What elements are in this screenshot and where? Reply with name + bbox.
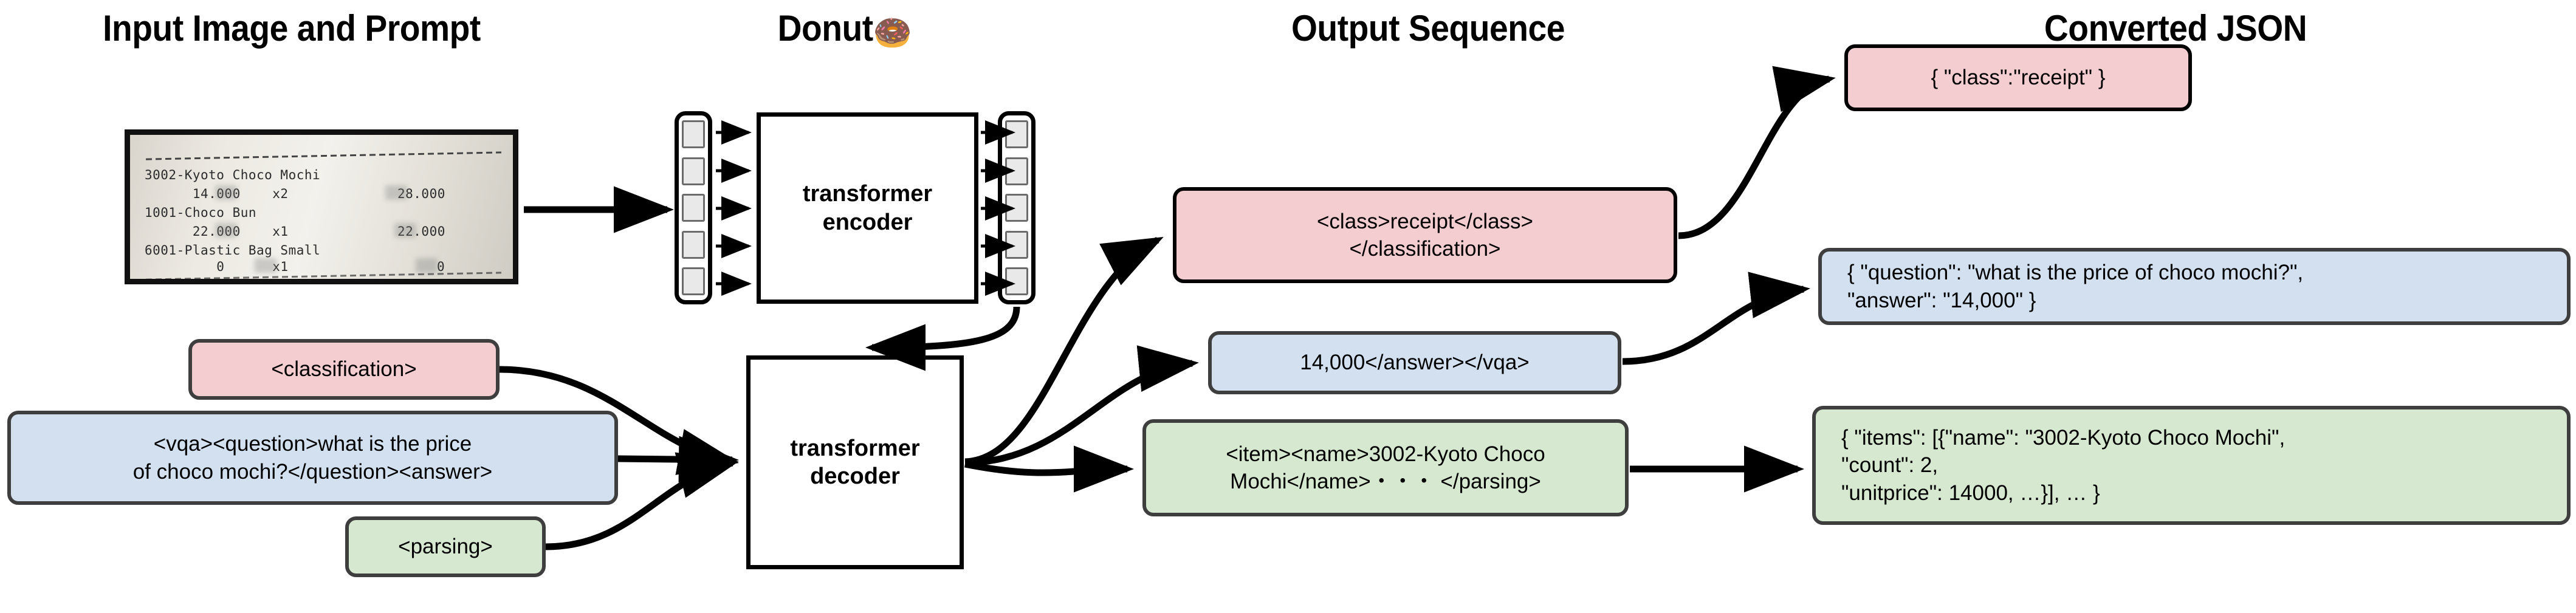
redaction-blur	[385, 185, 407, 200]
receipt-paper: 3002-Kyoto Choco Mochi 14.000 x2 1001-Ch…	[130, 135, 513, 279]
receipt-line-5: 6001-Plastic Bag Small	[145, 243, 321, 258]
receipt-total-2: 22.000	[397, 224, 445, 239]
prompt-parsing-node[interactable]: <parsing>	[345, 516, 546, 577]
input-receipt-image: 3002-Kyoto Choco Mochi 14.000 x2 1001-Ch…	[125, 129, 518, 284]
arrow-output-to-json-vqa	[1622, 272, 1810, 365]
prompt-vqa-node[interactable]: <vqa><question>what is the price of choc…	[7, 411, 618, 505]
json-vqa-node[interactable]: { "question": "what is the price of choc…	[1818, 248, 2571, 325]
output-vqa-text: 14,000</answer></vqa>	[1300, 351, 1530, 375]
receipt-line-3: 1001-Choco Bun	[145, 205, 257, 220]
token-square	[682, 230, 705, 259]
receipt-line-4: 22.000 x1	[145, 224, 289, 239]
token-square	[1005, 267, 1028, 295]
transformer-decoder-label: transformer decoder	[790, 435, 920, 489]
arrow-decoder-to-output-parsing	[964, 445, 1134, 493]
redaction-blur	[416, 258, 438, 273]
receipt-divider-top	[146, 151, 501, 160]
redaction-blur	[255, 258, 276, 273]
token-square	[682, 120, 705, 148]
json-classification-node[interactable]: { "class":"receipt" }	[1844, 44, 2192, 111]
prompt-parsing-text: <parsing>	[398, 535, 493, 559]
redaction-blur	[215, 185, 237, 200]
arrow-output-to-json-classification	[1678, 66, 1836, 239]
encoder-input-token-strip	[675, 111, 712, 304]
column-title-input-image-and-prompt: Input Image and Prompt	[103, 8, 481, 49]
receipt-line-2: 14.000 x2	[145, 187, 289, 201]
token-square	[682, 194, 705, 222]
json-classification-text: { "class":"receipt" }	[1931, 66, 2106, 90]
transformer-encoder-label: transformer encoder	[802, 181, 933, 235]
json-parsing-node[interactable]: { "items": [{"name": "3002-Kyoto Choco M…	[1812, 406, 2571, 525]
arrow-decoder-to-output-classification	[964, 236, 1164, 465]
receipt-total-3: 0	[437, 259, 445, 274]
prompt-vqa-text: <vqa><question>what is the price of choc…	[132, 432, 493, 484]
output-parsing-text: <item><name>3002-Kyoto Choco Mochi</name…	[1226, 442, 1545, 494]
token-square	[1005, 194, 1028, 222]
prompt-classification-text: <classification>	[271, 357, 417, 382]
encoder-output-token-strip	[998, 111, 1036, 304]
token-square	[1005, 120, 1028, 148]
redaction-blur	[394, 223, 416, 238]
redaction-blur	[215, 223, 237, 238]
token-square	[682, 157, 705, 185]
output-classification-node[interactable]: <class>receipt</class> </classification>	[1173, 187, 1677, 283]
donut-title-text: Donut	[777, 8, 874, 49]
column-title-donut: Donut🍩	[694, 7, 996, 50]
column-title-output-sequence: Output Sequence	[1291, 8, 1565, 49]
json-parsing-text: { "items": [{"name": "3002-Kyoto Choco M…	[1841, 425, 2286, 505]
output-vqa-node[interactable]: 14,000</answer></vqa>	[1208, 331, 1621, 394]
column-title-converted-json: Converted JSON	[2044, 8, 2307, 49]
receipt-line-1: 3002-Kyoto Choco Mochi	[145, 168, 321, 182]
receipt-total-1: 28.000	[397, 187, 445, 201]
arrow-vqa-prompt-to-decoder	[617, 436, 739, 483]
token-square	[682, 267, 705, 295]
token-square	[1005, 230, 1028, 259]
arrow-encoder-to-decoder	[865, 306, 1020, 371]
prompt-classification-node[interactable]: <classification>	[188, 339, 500, 400]
output-classification-text: <class>receipt</class> </classification>	[1316, 209, 1533, 261]
transformer-decoder-block: transformer decoder	[746, 355, 964, 569]
donut-icon: 🍩	[873, 13, 912, 52]
token-square	[1005, 157, 1028, 185]
receipt-line-6: 0 x1	[145, 259, 289, 274]
transformer-encoder-block: transformer encoder	[757, 112, 978, 304]
output-parsing-node[interactable]: <item><name>3002-Kyoto Choco Mochi</name…	[1142, 419, 1629, 516]
json-vqa-text: { "question": "what is the price of choc…	[1847, 261, 2304, 312]
